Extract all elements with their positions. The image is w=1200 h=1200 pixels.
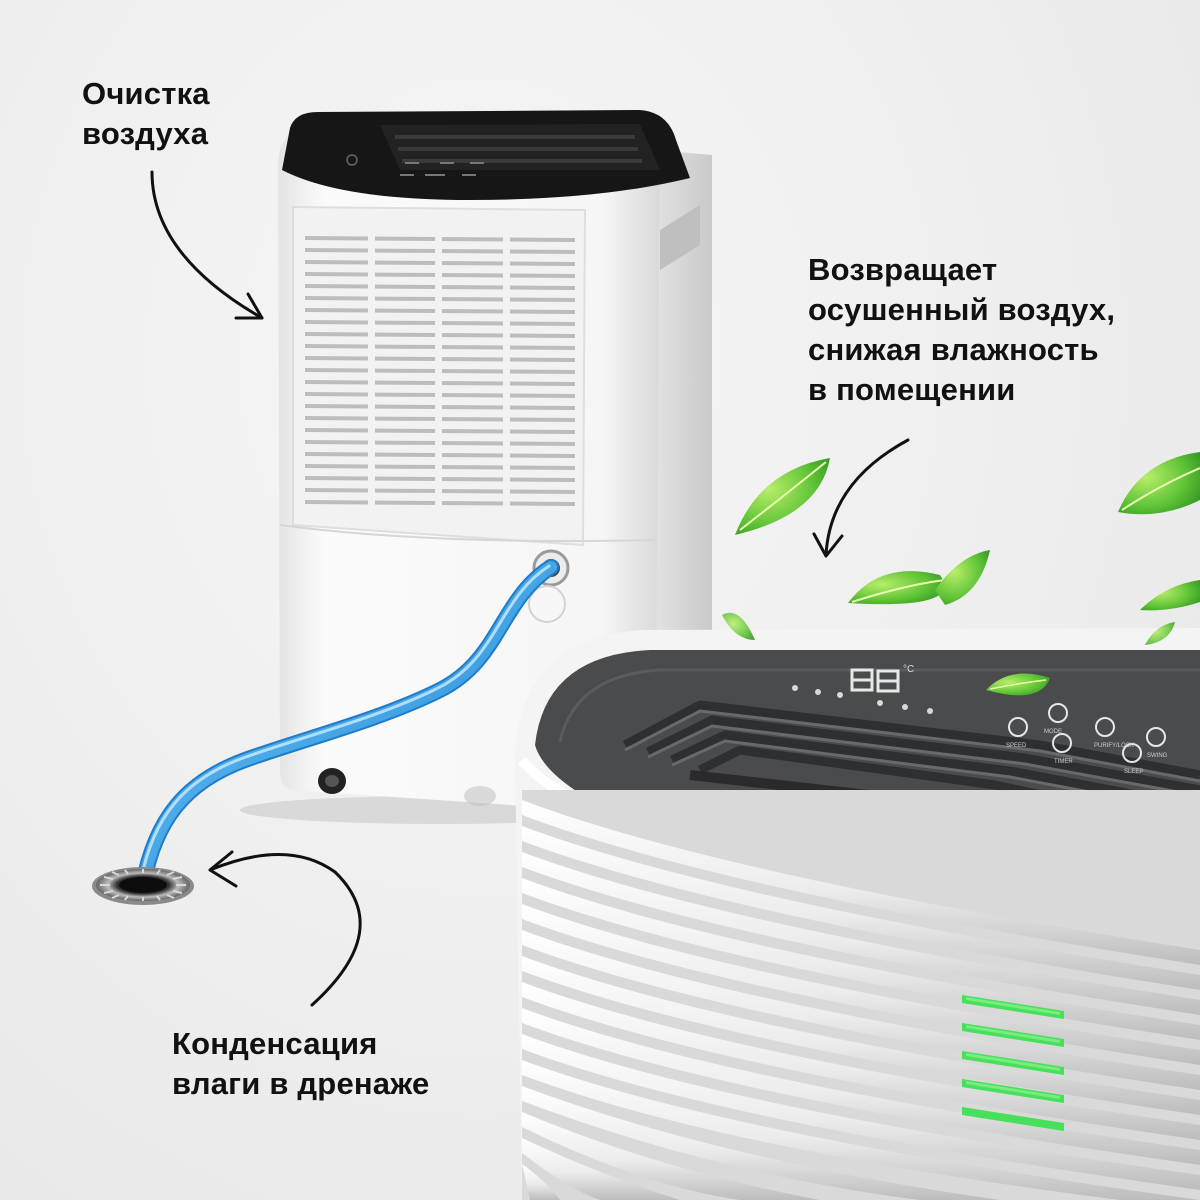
caption-line: воздуха [82, 116, 209, 151]
leaf-icon [1140, 580, 1200, 611]
svg-text:°C: °C [903, 664, 914, 675]
caption-line: Конденсация [172, 1026, 378, 1061]
svg-text:PURIFY/LOCK: PURIFY/LOCK [1094, 743, 1134, 749]
dehumidifier-unit [240, 110, 712, 824]
svg-text:SLEEP: SLEEP [1124, 769, 1143, 775]
leaf-icon [1118, 452, 1200, 515]
caption-line: в помещении [808, 372, 1016, 407]
curved-arrow-icon [208, 850, 362, 1007]
air-purifier-unit: °C MODE PURIFY/LOCK SWING SPEED TIMER SL… [515, 628, 1200, 1200]
leaf-icon [722, 612, 755, 640]
leaf-icon [848, 550, 990, 605]
caption-air-cleaning: Очистка воздуха [82, 74, 210, 154]
svg-text:TIMER: TIMER [1054, 759, 1073, 765]
caption-returns-dry-air: Возвращает осушенный воздух, снижая влаж… [808, 250, 1115, 410]
svg-text:SWING: SWING [1147, 753, 1168, 759]
leaf-icon [986, 673, 1050, 696]
drain-icon [92, 867, 194, 905]
caption-line: Возвращает [808, 252, 998, 287]
svg-text:MODE: MODE [1044, 729, 1062, 735]
caption-line: снижая влажность [808, 332, 1099, 367]
caption-line: Очистка [82, 76, 210, 111]
svg-text:SPEED: SPEED [1006, 743, 1027, 749]
ribbed-housing [522, 790, 1200, 1200]
leaf-icon [735, 458, 830, 535]
water-hose-icon [135, 559, 559, 893]
curved-arrow-icon [812, 438, 910, 558]
leaf-icon [1145, 622, 1175, 645]
caption-line: влаги в дренаже [172, 1066, 430, 1101]
caption-line: осушенный воздух, [808, 292, 1116, 327]
curved-arrow-icon [150, 170, 264, 320]
caption-condensation: Конденсация влаги в дренаже [172, 1024, 429, 1104]
